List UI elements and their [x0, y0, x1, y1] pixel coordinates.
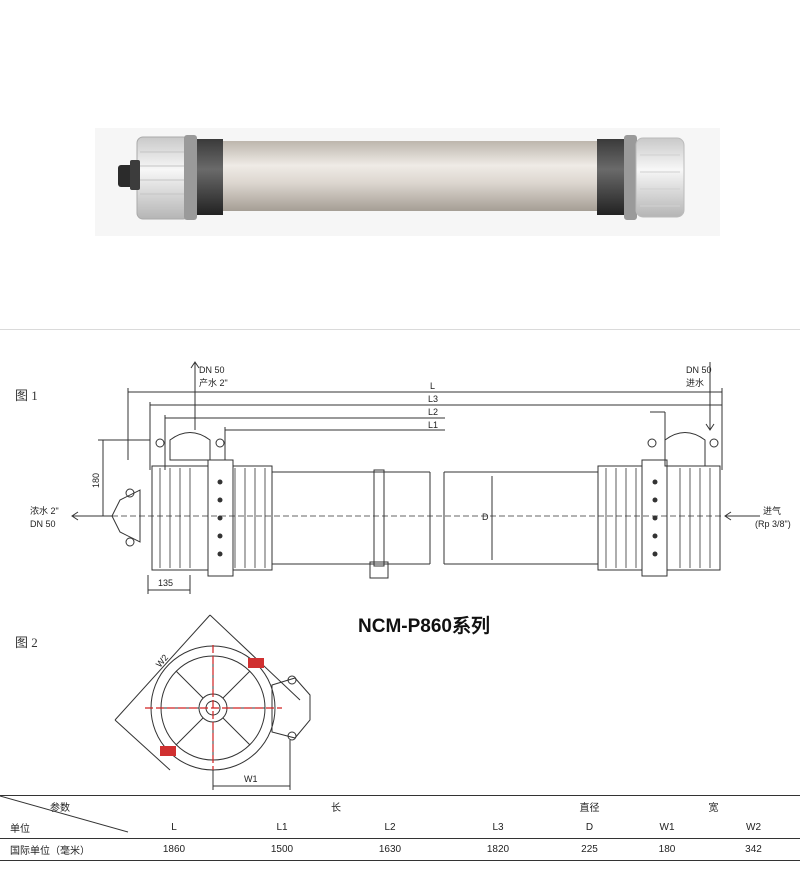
- table-cell: 1820: [444, 838, 552, 861]
- figure2-drawing: W2 W1: [114, 614, 311, 790]
- dim-L-label: L: [430, 381, 435, 391]
- diameter-header: 直径: [552, 795, 627, 817]
- model-title: NCM-P860系列: [358, 616, 490, 637]
- table-unit-row: 单位 L L1 L2 L3 D W1 W2: [0, 817, 800, 839]
- dim-W1-label: W1: [244, 774, 258, 784]
- membrane-tube: [222, 141, 600, 211]
- spec-table: 参数 长 直径 宽 单位 L L1 L2 L3 D W1 W2 国际单位（毫米）…: [0, 795, 800, 861]
- figure2-label: 图 2: [15, 635, 38, 650]
- product-port-size: DN 50: [199, 365, 225, 375]
- concentrate-port-name: 浓水 2": [30, 505, 59, 516]
- inlet-port-size: DN 50: [686, 365, 712, 375]
- figure1-label: 图 1: [15, 388, 38, 403]
- dim-L3-label: L3: [428, 394, 438, 404]
- figure1-drawing: L L3 L2 L1 D 180 135 DN 50 产水 2" DN 50 进…: [30, 361, 791, 594]
- unit-header: 单位: [0, 817, 120, 839]
- dim-W2-label: W2: [154, 653, 170, 670]
- table-cell: 180: [627, 838, 707, 861]
- col-header: W1: [627, 817, 707, 839]
- table-cell: 1500: [228, 838, 336, 861]
- table-cell: 1860: [120, 838, 228, 861]
- section-divider: [0, 329, 800, 330]
- table-row: 国际单位（毫米） 1860 1500 1630 1820 225 180 342: [0, 838, 800, 861]
- table-diagonal-line: [0, 796, 129, 833]
- row-label: 国际单位（毫米）: [0, 838, 120, 861]
- col-header: L3: [444, 817, 552, 839]
- inlet-port-name: 进水: [686, 377, 704, 388]
- width-header: 宽: [627, 795, 800, 817]
- table-cell: 225: [552, 838, 627, 861]
- dim-L2-label: L2: [428, 407, 438, 417]
- col-header: D: [552, 817, 627, 839]
- product-photo: [95, 128, 720, 236]
- table-cell: 342: [707, 838, 800, 861]
- dim-135-label: 135: [158, 578, 173, 588]
- dim-180-label: 180: [91, 473, 101, 488]
- concentrate-port-size: DN 50: [30, 519, 56, 529]
- air-port-size: (Rp 3/8"): [755, 519, 791, 529]
- col-header: W2: [707, 817, 800, 839]
- length-header: 长: [228, 795, 444, 817]
- air-port-name: 进气: [763, 505, 781, 516]
- dim-L1-label: L1: [428, 420, 438, 430]
- dim-D-label: D: [482, 512, 489, 522]
- col-header: L1: [228, 817, 336, 839]
- col-header: L: [120, 817, 228, 839]
- table-cell: 1630: [336, 838, 444, 861]
- param-header: 参数: [0, 795, 120, 817]
- product-port-name: 产水 2": [199, 377, 228, 388]
- table-header-row: 参数 长 直径 宽: [0, 795, 800, 817]
- col-header: L2: [336, 817, 444, 839]
